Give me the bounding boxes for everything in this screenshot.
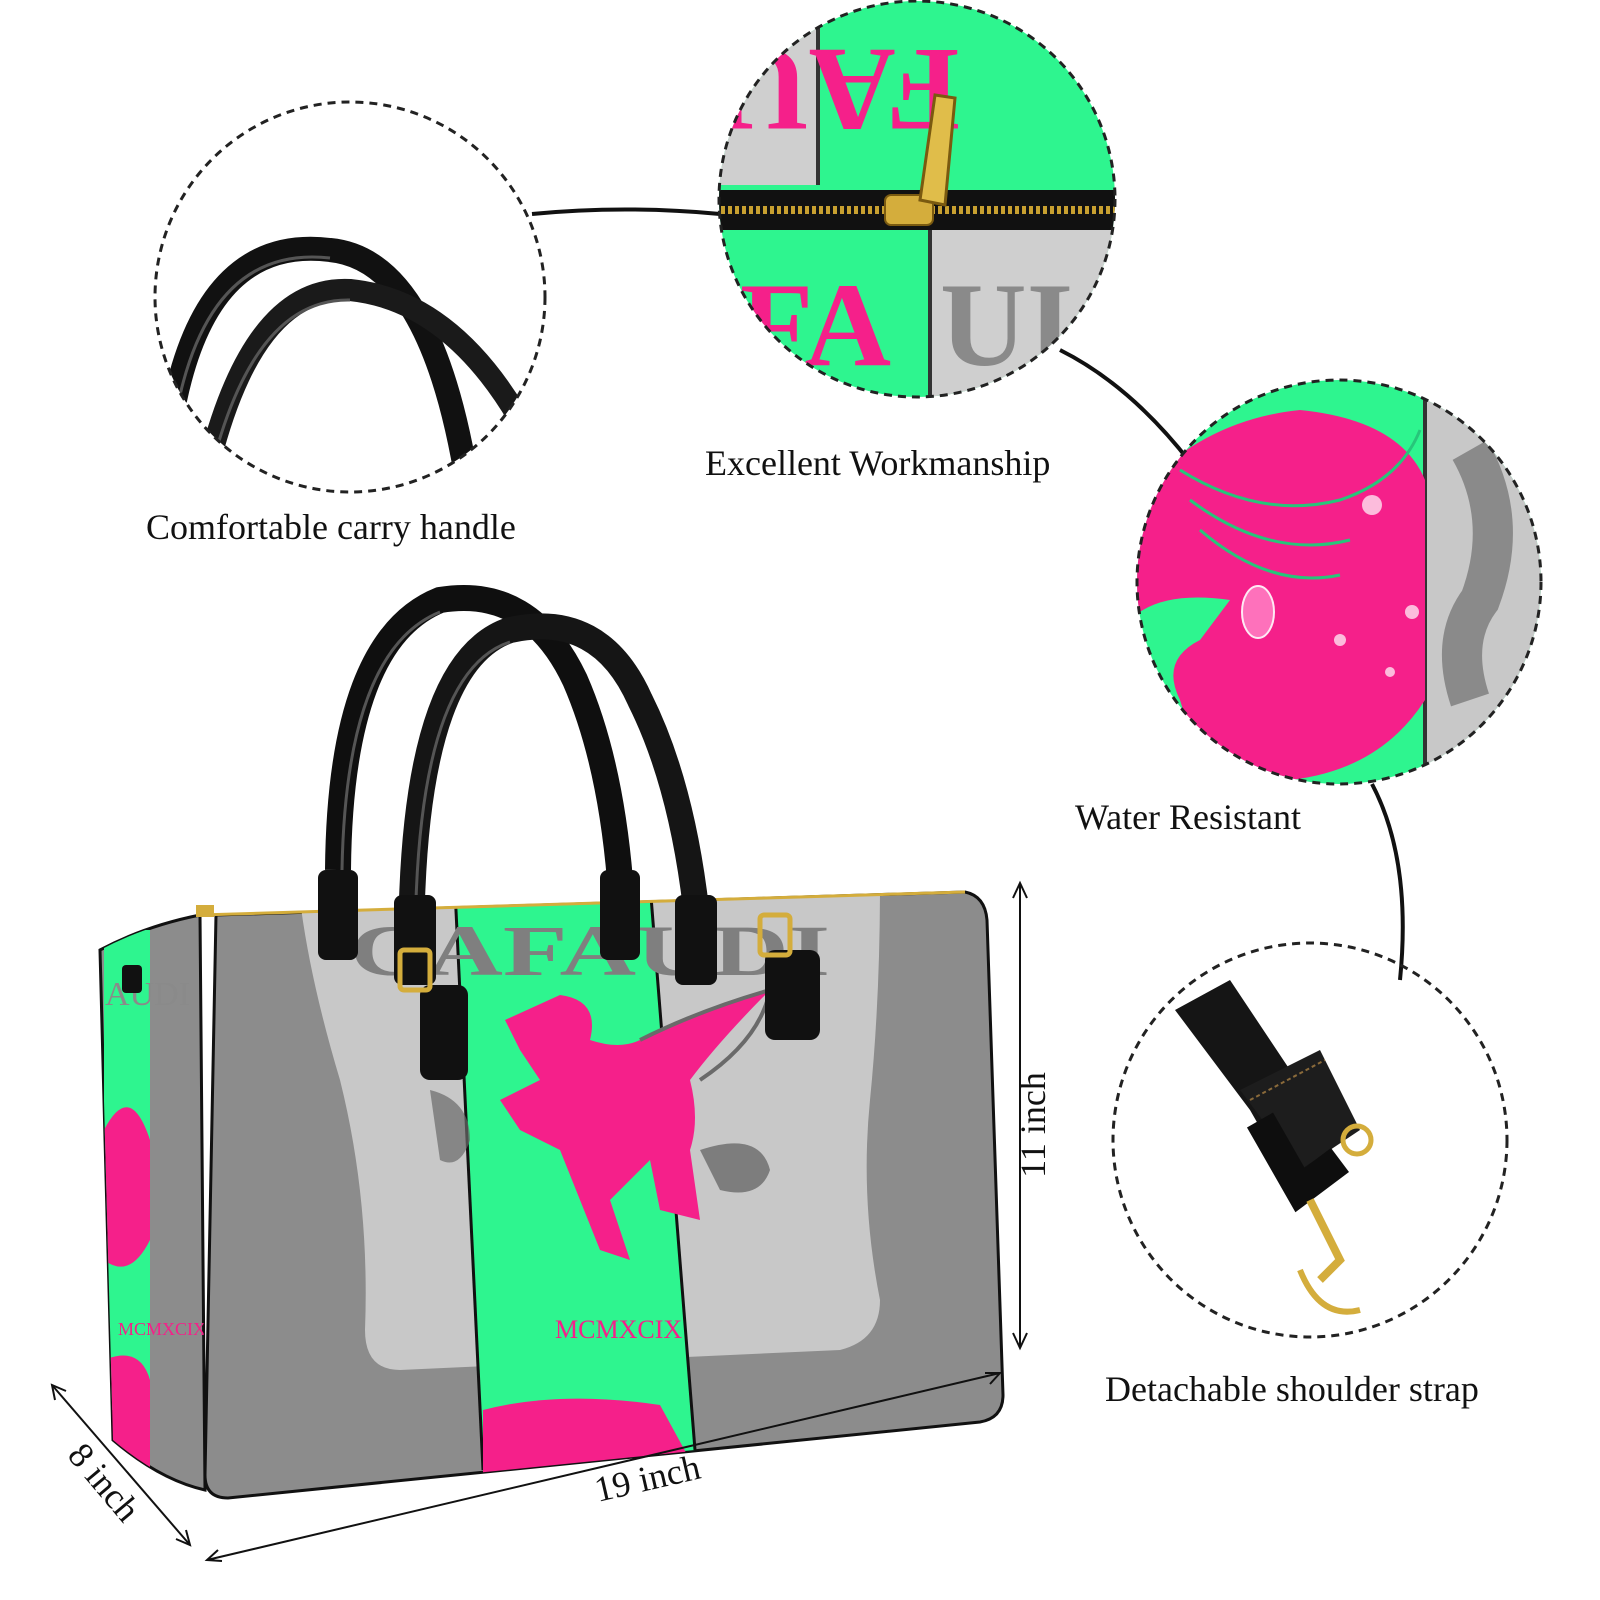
duffel-bag: MCMXCIX AUDI CAFAUDI MCMXCIX <box>98 584 1005 1500</box>
caption-water-resistant: Water Resistant <box>1075 797 1302 837</box>
bag-year: MCMXCIX <box>555 1315 682 1344</box>
handle-detail-circle <box>153 100 547 494</box>
dimension-lines <box>50 880 1028 1562</box>
strap-detail-circle <box>1111 941 1509 1339</box>
caption-carry-handle: Comfortable carry handle <box>146 507 516 547</box>
side-year: MCMXCIX <box>118 1319 206 1339</box>
zip-letters-gray: UI <box>940 258 1073 391</box>
zipper-detail-circle: FAU FA UI <box>717 0 1117 399</box>
caption-shoulder-strap: Detachable shoulder strap <box>1105 1369 1479 1409</box>
water-detail-circle <box>1135 378 1543 786</box>
connector-lines <box>531 207 1405 981</box>
zip-letters-bottom: FA <box>740 258 891 391</box>
caption-workmanship: Excellent Workmanship <box>705 443 1051 483</box>
zip-letters-top: FAU <box>722 24 960 157</box>
side-brand: AUDI <box>105 976 190 1013</box>
height-dimension: 11 inch <box>1013 1072 1053 1178</box>
